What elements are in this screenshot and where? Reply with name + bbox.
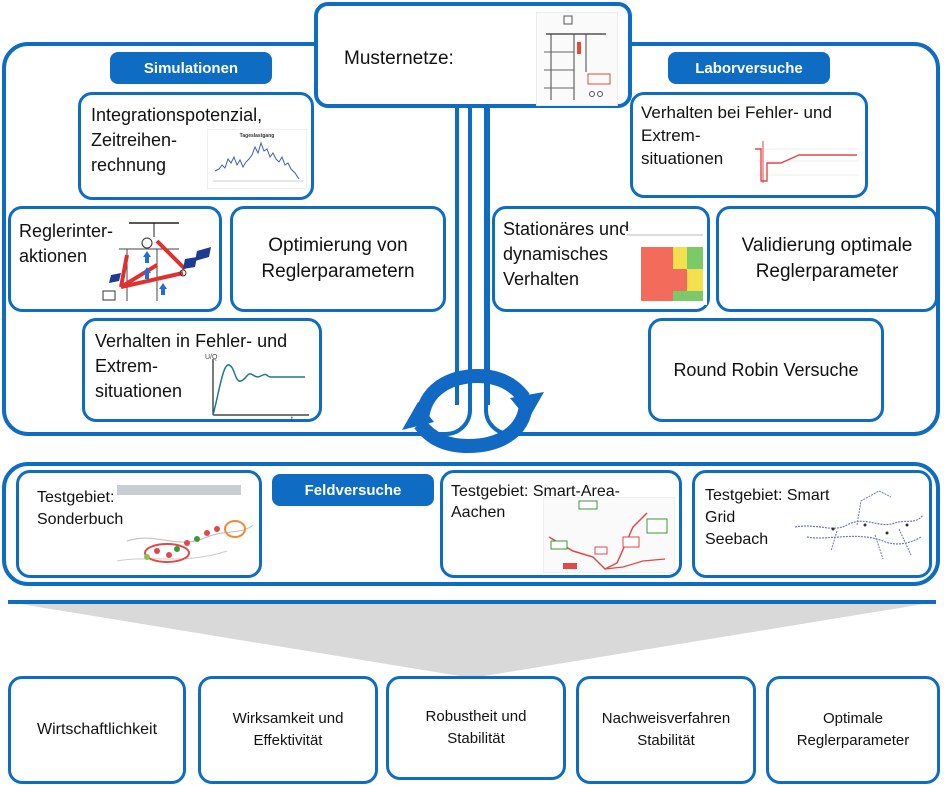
- connector-left: [455, 100, 459, 405]
- step-response-y-axis: U/Q: [205, 354, 218, 361]
- round-robin-label: Round Robin Versuche: [673, 359, 859, 380]
- outcome-label: Wirtschaftlichkeit: [36, 721, 158, 738]
- outcome-label: Wirksamkeit und Effektivität: [232, 710, 344, 749]
- risk-matrix-icon: [625, 231, 707, 305]
- outcome-robustheit: Robustheit und Stabilität: [386, 676, 566, 780]
- outcome-optimale-regler: Optimale Reglerparameter: [766, 676, 940, 784]
- line-chart-icon: Tageslastgang: [207, 129, 307, 189]
- aachen-card: Testgebiet: Smart-Area- Aachen: [440, 470, 682, 578]
- optimierung-label: Optimierung von Reglerparametern: [261, 235, 415, 282]
- step-response-icon: U/Q t: [205, 354, 309, 421]
- integration-chart-title: Tageslastgang: [240, 133, 275, 139]
- sim-fehler-label: Verhalten in Fehler- und Extrem- situati…: [95, 331, 288, 401]
- map-icon: [794, 490, 924, 560]
- validierung-card: Validierung optimale Reglerparameter: [716, 206, 938, 312]
- musternetze-label: Musternetze:: [344, 48, 454, 69]
- labor-title: Laborversuche: [668, 52, 830, 84]
- round-robin-card: Round Robin Versuche: [648, 318, 884, 422]
- outcome-label: Nachweisverfahren Stabilität: [601, 710, 731, 749]
- integration-label: Integrationspotenzial, Zeitreihen- rechn…: [91, 105, 263, 175]
- sonderbuch-label: Testgebiet: Sonderbuch: [37, 489, 124, 528]
- musternetze-card: Musternetze:: [314, 2, 632, 108]
- validierung-label: Validierung optimale Reglerparameter: [741, 235, 913, 282]
- cycle-arrows-icon: [402, 368, 544, 454]
- regler-interaktionen-card: Reglerinter- aktionen: [8, 206, 222, 312]
- simulation-title: Simulationen: [110, 52, 272, 84]
- stationaer-label: Stationäres und dynamisches Verhalten: [503, 219, 630, 289]
- seebach-card: Testgebiet: Smart Grid Seebach: [692, 470, 932, 578]
- sonderbuch-card: Testgebiet: Sonderbuch: [16, 470, 262, 578]
- labor-fehler-label: Verhalten bei Fehler- und Extrem- situat…: [641, 103, 832, 168]
- regler-interaktionen-label: Reglerinter- aktionen: [19, 221, 114, 266]
- network-diagram-icon: [102, 222, 211, 301]
- outcome-label: Optimale Reglerparameter: [796, 710, 910, 749]
- map-icon: [543, 497, 675, 573]
- optimierung-card: Optimierung von Reglerparametern: [230, 206, 446, 312]
- line-chart-icon: [755, 141, 859, 183]
- aachen-label: Testgebiet: Smart-Area- Aachen: [451, 483, 620, 521]
- sim-fehler-card: Verhalten in Fehler- und Extrem- situati…: [82, 318, 322, 422]
- outcome-wirksamkeit: Wirksamkeit und Effektivität: [198, 676, 378, 784]
- map-icon: [117, 485, 254, 563]
- connector-right: [486, 100, 490, 405]
- stationaer-card: Stationäres und dynamisches Verhalten: [492, 206, 710, 312]
- outcome-label: Robustheit und Stabilität: [425, 708, 527, 747]
- integration-card: Integrationspotenzial, Zeitreihen- rechn…: [78, 92, 314, 200]
- step-response-x-axis: t: [291, 416, 293, 421]
- network-diagram-icon: [536, 12, 618, 106]
- funnel-arrow: [8, 600, 936, 678]
- feld-title: Feldversuche: [272, 474, 434, 506]
- outcome-wirtschaftlichkeit: Wirtschaftlichkeit: [8, 676, 186, 784]
- seebach-label: Testgebiet: Smart Grid Seebach: [705, 487, 830, 548]
- outcome-nachweisverfahren: Nachweisverfahren Stabilität: [576, 676, 756, 784]
- labor-fehler-card: Verhalten bei Fehler- und Extrem- situat…: [630, 92, 868, 198]
